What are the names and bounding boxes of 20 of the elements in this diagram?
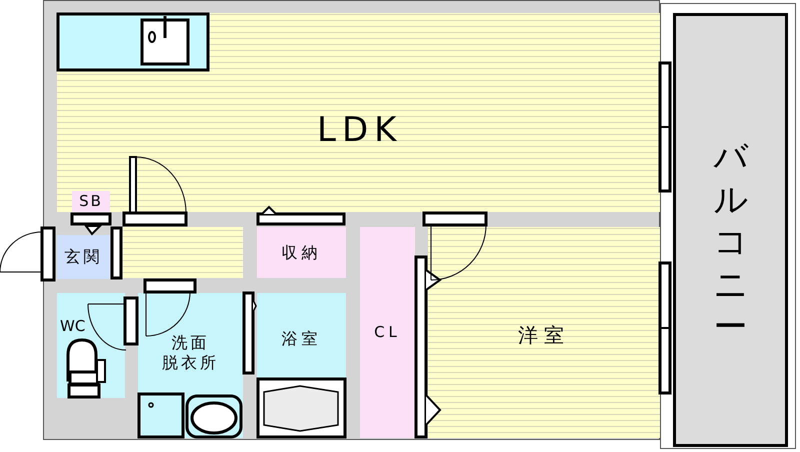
room-label: WC bbox=[60, 317, 86, 336]
room-label: 洗面 bbox=[172, 333, 210, 353]
room-area bbox=[360, 227, 415, 438]
room-area bbox=[257, 293, 346, 379]
room-area bbox=[257, 227, 346, 278]
room-area bbox=[57, 235, 110, 279]
room-label: 洋室 bbox=[518, 323, 570, 348]
room-label: 収納 bbox=[282, 242, 322, 262]
room-label: 浴室 bbox=[282, 329, 322, 349]
room-area bbox=[72, 191, 110, 212]
room-label: CL bbox=[374, 323, 401, 342]
room-label: 脱衣所 bbox=[162, 353, 219, 373]
room-area bbox=[673, 13, 788, 447]
room-label: SB bbox=[79, 192, 103, 211]
room-label: バルコニー bbox=[714, 136, 748, 348]
room-label: LDK bbox=[317, 109, 402, 152]
room-label: 玄関 bbox=[64, 247, 102, 267]
floor-area bbox=[122, 227, 243, 278]
room-area bbox=[57, 13, 660, 212]
room-area bbox=[428, 227, 660, 438]
